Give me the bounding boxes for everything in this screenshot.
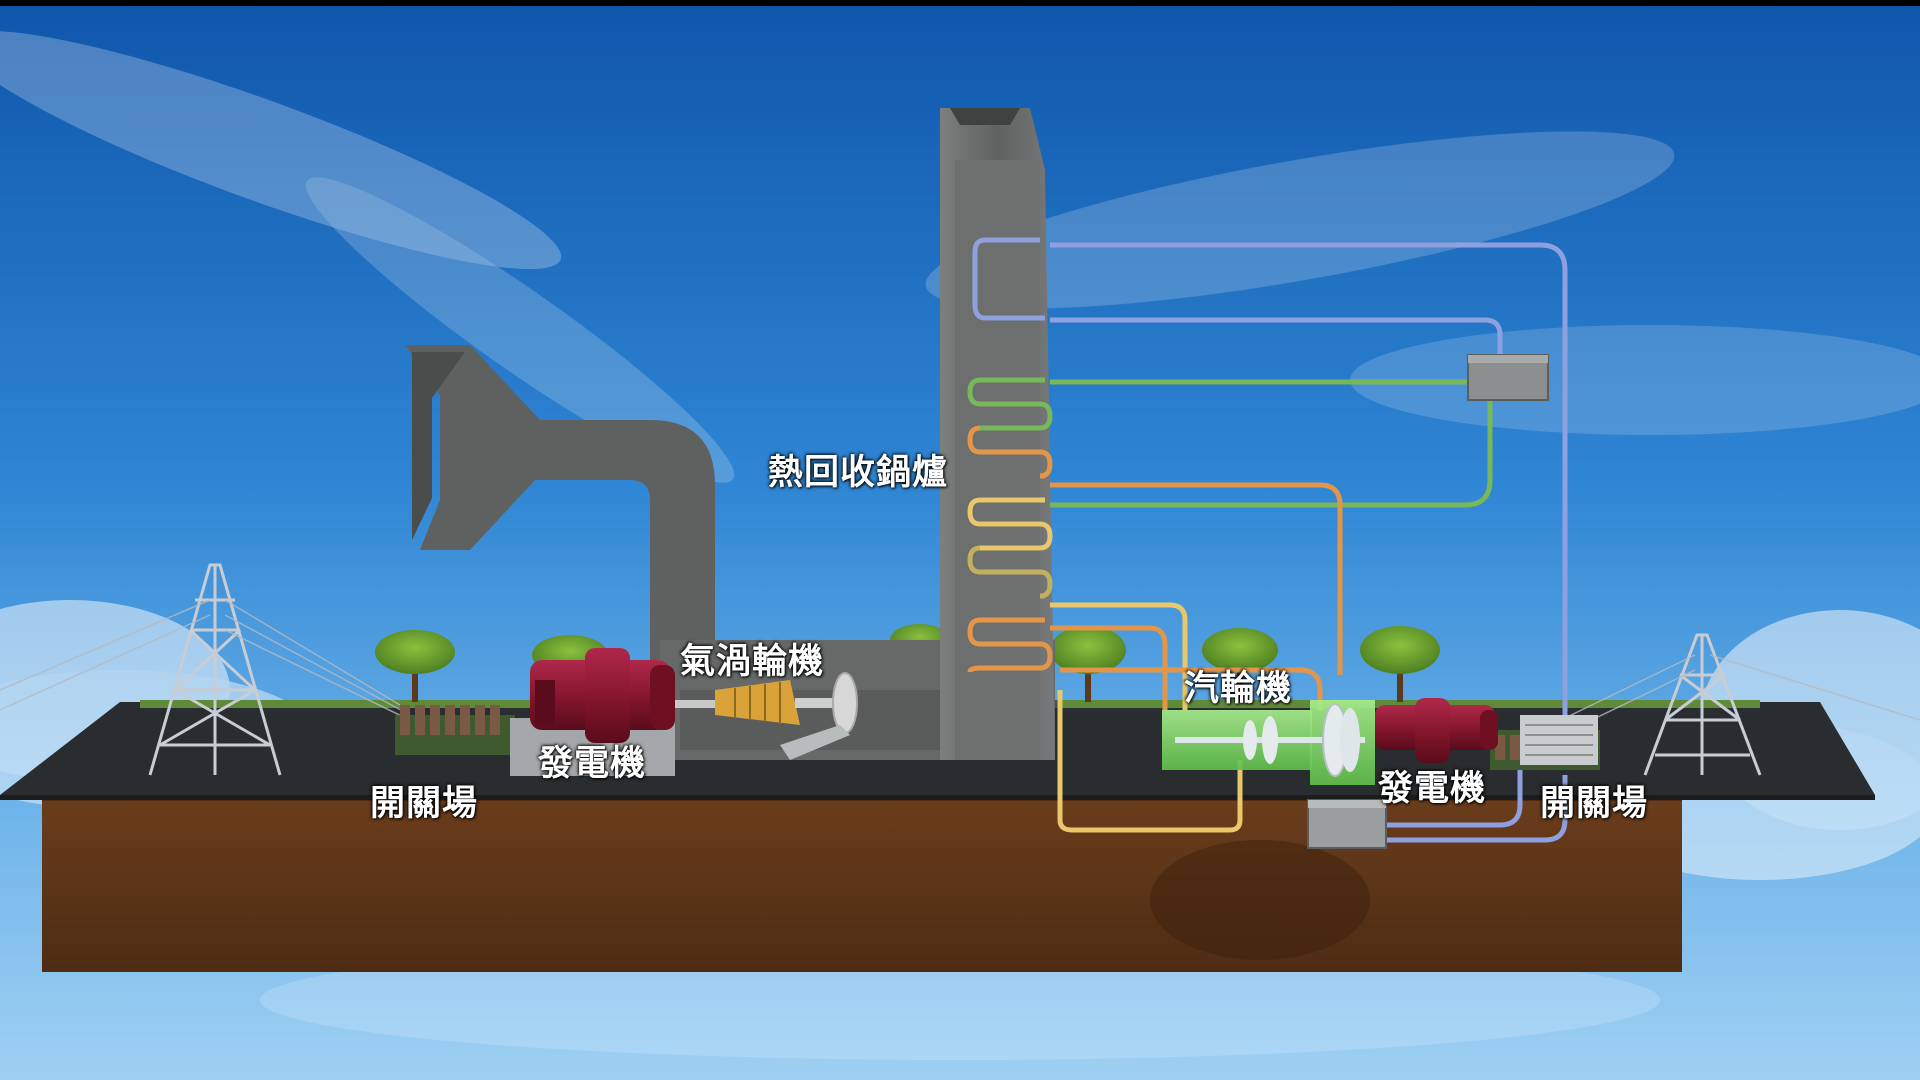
label-generator-right: 發電機 <box>1378 760 1486 811</box>
control-box <box>1468 355 1548 400</box>
hrsg-stack <box>940 108 1055 760</box>
label-steam-turbine: 汽輪機 <box>1184 660 1292 711</box>
label-switchyard-left: 開關場 <box>370 775 478 826</box>
switchgear-box-right <box>1520 715 1598 765</box>
top-bar <box>0 0 1920 6</box>
label-gas-turbine: 氣渦輪機 <box>680 633 824 684</box>
ground-block <box>42 795 1682 972</box>
label-hrsg: 熱回收鍋爐 <box>768 444 948 495</box>
label-generator-left: 發電機 <box>538 735 646 786</box>
condenser-box <box>1308 800 1386 848</box>
label-switchyard-right: 開關場 <box>1540 775 1648 826</box>
